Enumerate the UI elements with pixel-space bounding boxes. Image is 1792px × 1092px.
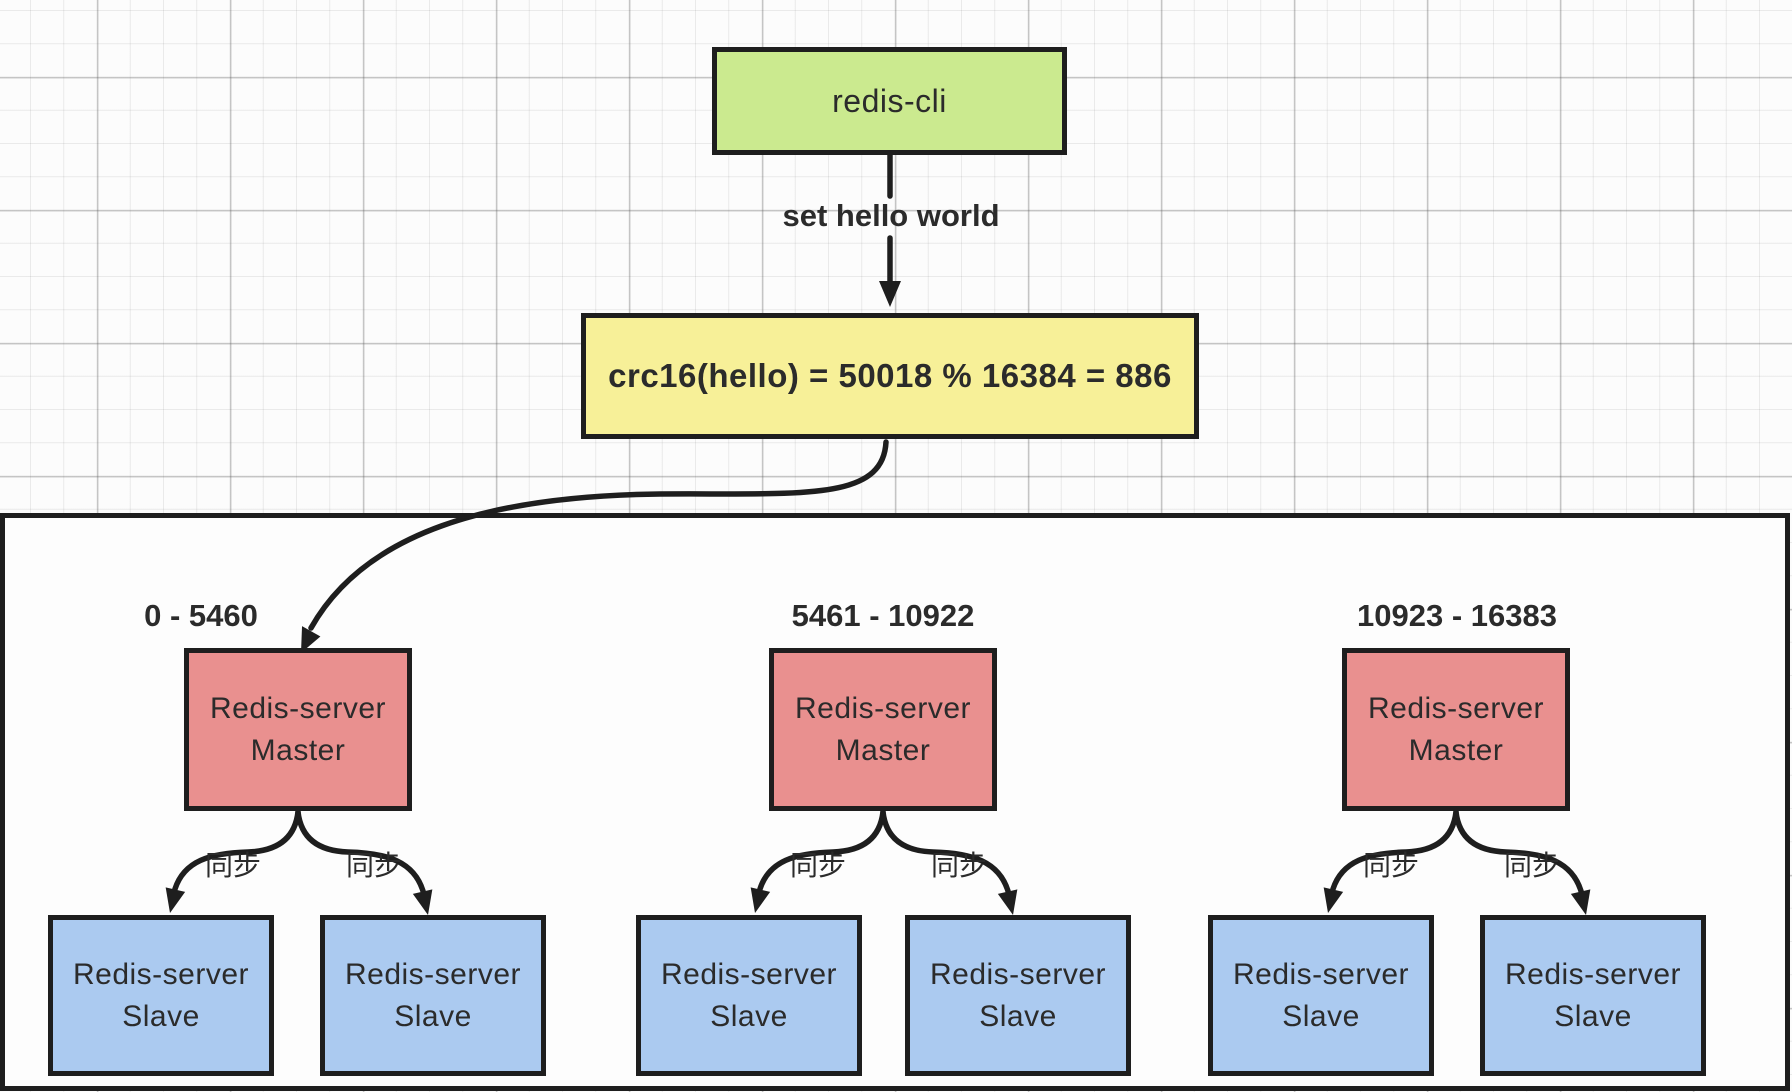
slave-node-label: Redis-server Slave — [1232, 957, 1410, 1033]
slave-node: Redis-server Slave — [320, 915, 546, 1076]
client-node-label: redis-cli — [832, 82, 947, 119]
slave-node: Redis-server Slave — [48, 915, 274, 1076]
sync-label: 同步 — [1503, 850, 1561, 881]
hash-node: crc16(hello) = 50018 % 16384 = 886 — [581, 313, 1199, 439]
master-node-label: Redis-server Master — [794, 691, 972, 767]
slot-range-label: 10923 - 16383 — [1357, 598, 1557, 633]
slave-node-label: Redis-server Slave — [929, 957, 1107, 1033]
slave-node: Redis-server Slave — [1208, 915, 1434, 1076]
slave-node: Redis-server Slave — [636, 915, 862, 1076]
client-node: redis-cli — [712, 47, 1067, 155]
slave-node: Redis-server Slave — [905, 915, 1131, 1076]
slave-node-label: Redis-server Slave — [1504, 957, 1682, 1033]
sync-label: 同步 — [345, 850, 403, 881]
slot-range-label: 0 - 5460 — [144, 598, 258, 633]
command-label: set hello world — [782, 198, 1000, 233]
arrowhead-icon — [879, 281, 901, 307]
slave-node-label: Redis-server Slave — [344, 957, 522, 1033]
hash-node-label: crc16(hello) = 50018 % 16384 = 886 — [608, 356, 1172, 394]
slave-node-label: Redis-server Slave — [660, 957, 838, 1033]
sync-label: 同步 — [930, 850, 988, 881]
master-node-label: Redis-server Master — [209, 691, 387, 767]
master-node: Redis-server Master — [1342, 648, 1570, 811]
master-node-label: Redis-server Master — [1367, 691, 1545, 767]
sync-label: 同步 — [789, 850, 847, 881]
master-node: Redis-server Master — [769, 648, 997, 811]
sync-label: 同步 — [1362, 850, 1420, 881]
master-node: Redis-server Master — [184, 648, 412, 811]
sync-label: 同步 — [204, 850, 262, 881]
slot-range-label: 5461 - 10922 — [791, 598, 975, 633]
slave-node-label: Redis-server Slave — [72, 957, 250, 1033]
slave-node: Redis-server Slave — [1480, 915, 1706, 1076]
